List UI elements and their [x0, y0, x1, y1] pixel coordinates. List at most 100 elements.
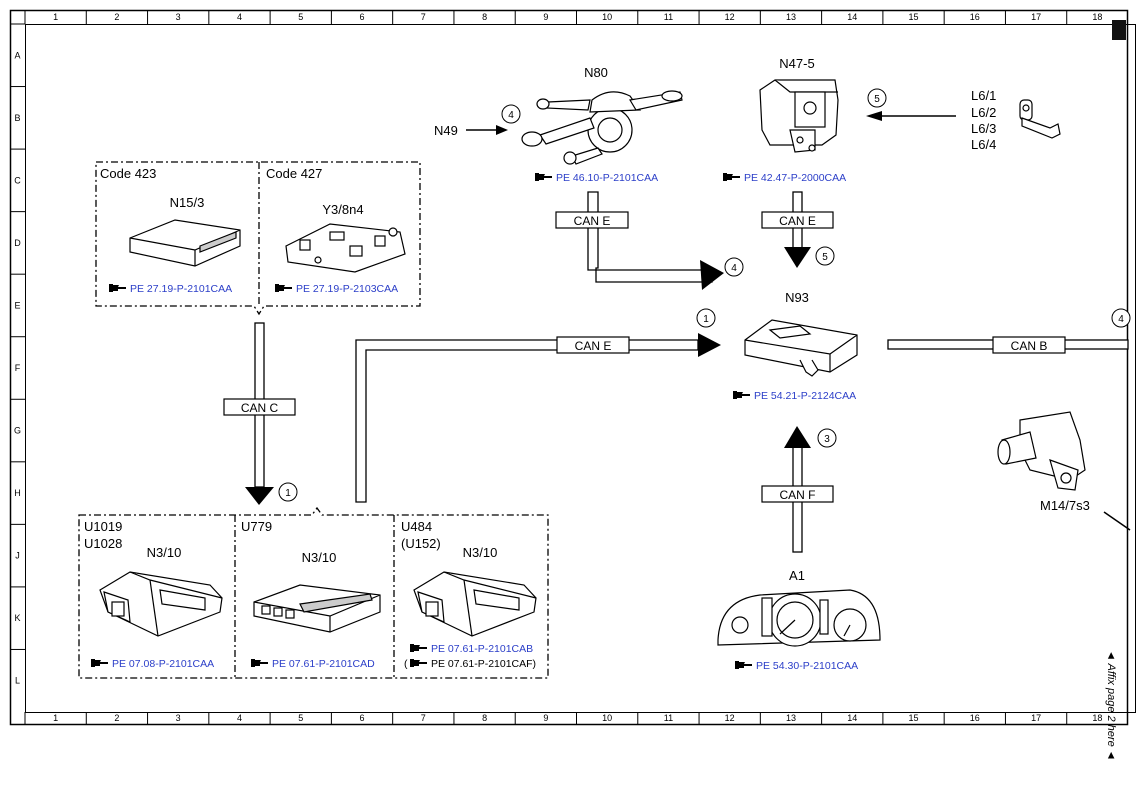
- y3-8n4-label: Y3/8n4: [322, 202, 363, 217]
- callout-5-arrow: 5: [822, 252, 828, 263]
- u1019-label: U1019: [84, 519, 122, 534]
- ref-a1-link[interactable]: PE 54.30-P-2101CAA: [756, 660, 858, 672]
- grid-col-label: 16: [970, 713, 980, 723]
- n3-10-label-3: N3/10: [463, 545, 498, 560]
- grid-row-label: H: [14, 488, 21, 498]
- n3-10-ecu-image-1: [99, 571, 223, 637]
- can-b-label: CAN B: [1011, 339, 1048, 353]
- grid-col-label: 13: [786, 12, 796, 22]
- grid-col-label: 15: [909, 713, 919, 723]
- frame-outer: [9, 9, 1129, 726]
- callout-3: 3: [824, 434, 830, 445]
- can-e-right-bus: CAN E: [761, 191, 834, 268]
- ref-n93-link[interactable]: PE 54.21-P-2124CAA: [754, 390, 856, 402]
- grid-row-label: G: [14, 426, 21, 436]
- n93-gateway-image: [744, 319, 858, 377]
- y3-8n4-plate-image: [285, 223, 406, 273]
- callout-4-arrow: 4: [731, 263, 737, 274]
- ref-n15-link[interactable]: PE 27.19-P-2101CAA: [130, 283, 232, 295]
- grid-row-label: A: [14, 50, 20, 60]
- n47-5-module-image: [759, 79, 839, 153]
- can-f-label: CAN F: [780, 488, 816, 502]
- callout-4-right: 4: [1118, 314, 1124, 325]
- u484-label: U484: [401, 519, 432, 534]
- l6-2-label: L6/2: [971, 105, 996, 120]
- grid-col-label: 9: [543, 12, 548, 22]
- can-e-top-label: CAN E: [574, 214, 611, 228]
- callout-4-n49: 4: [508, 110, 514, 121]
- code-box-group: [95, 161, 421, 316]
- grid-col-label: 10: [602, 713, 612, 723]
- ref-u484b-paren: (: [404, 658, 408, 670]
- n47-5-label: N47-5: [779, 56, 814, 71]
- corner-mark: [1112, 20, 1126, 40]
- n3-10-label-2: N3/10: [302, 550, 337, 565]
- grid-col-label: 3: [176, 713, 181, 723]
- reference-links: PE 46.10-P-2101CAA PE 42.47-P-2000CAA PE…: [91, 172, 858, 672]
- component-labels: N80 N49 N47-5 L6/1 L6/2 L6/3 L6/4 N93 M1…: [84, 56, 1090, 583]
- callout-5-l6: 5: [874, 94, 880, 105]
- grid-col-label: 15: [909, 12, 919, 22]
- grid-row-label: J: [15, 551, 20, 561]
- grid-row-label: C: [14, 175, 21, 185]
- can-b-bus: CAN B: [887, 336, 1129, 354]
- can-e-top-bus: CAN E: [555, 191, 724, 290]
- grid-col-label: 8: [482, 713, 487, 723]
- grid-col-label: 16: [970, 12, 980, 22]
- grid-row-label: B: [14, 113, 20, 123]
- u1028-label: U1028: [84, 536, 122, 551]
- n3-10-ecu-image-2: [253, 584, 381, 633]
- grid-col-label: 8: [482, 12, 487, 22]
- m14-label: M14/7s3: [1040, 498, 1090, 513]
- grid-col-label: 14: [847, 713, 857, 723]
- grid-col-label: 9: [543, 713, 548, 723]
- a1-instrument-cluster-image: [717, 589, 881, 647]
- ref-u1019-link[interactable]: PE 07.08-P-2101CAA: [112, 658, 214, 670]
- can-c-label: CAN C: [241, 401, 279, 415]
- grid-col-label: 14: [847, 12, 857, 22]
- grid-col-label: 17: [1031, 12, 1041, 22]
- grid-col-label: 12: [725, 12, 735, 22]
- can-e-mid-label: CAN E: [575, 339, 612, 353]
- grid-col-label: 18: [1092, 713, 1102, 723]
- callout-1-bottom: 1: [285, 488, 291, 499]
- grid-col-label: 1: [53, 12, 58, 22]
- grid-row-label: E: [14, 300, 20, 310]
- l6-sensor-image: [1019, 99, 1061, 139]
- grid-col-label: 3: [176, 12, 181, 22]
- l6-4-label: L6/4: [971, 137, 996, 152]
- ref-n47-link[interactable]: PE 42.47-P-2000CAA: [744, 172, 846, 184]
- callout-1-n93: 1: [703, 314, 709, 325]
- u779-label: U779: [241, 519, 272, 534]
- ref-u484a-link[interactable]: PE 07.61-P-2101CAB: [431, 643, 533, 655]
- n80-label: N80: [584, 65, 608, 80]
- ref-y3-link[interactable]: PE 27.19-P-2103CAA: [296, 283, 398, 295]
- n49-label: N49: [434, 123, 458, 138]
- l6-1-label: L6/1: [971, 88, 996, 103]
- ref-n80-link[interactable]: PE 46.10-P-2101CAA: [556, 172, 658, 184]
- callouts: 4 5 4 5 1 4 3 1: [278, 88, 1131, 502]
- n15-3-module-image: [129, 219, 241, 267]
- n3-10-label-1: N3/10: [147, 545, 182, 560]
- can-c-bus: CAN C: [223, 322, 296, 505]
- n93-label: N93: [785, 290, 809, 305]
- code-423-label: Code 423: [100, 166, 156, 181]
- grid-col-label: 13: [786, 713, 796, 723]
- l6-3-label: L6/3: [971, 121, 996, 136]
- grid-col-label: 2: [114, 12, 119, 22]
- m14-lock-image: [997, 411, 1086, 491]
- grid-col-label: 2: [114, 713, 119, 723]
- grid-col-label: 4: [237, 12, 242, 22]
- grid-col-label: 11: [664, 12, 673, 22]
- ref-u484b-link[interactable]: PE 07.61-P-2101CAF): [431, 658, 536, 670]
- ref-u779-link[interactable]: PE 07.61-P-2101CAD: [272, 658, 375, 670]
- grid-col-label: 11: [664, 713, 673, 723]
- n15-3-label: N15/3: [170, 195, 205, 210]
- grid-row-label: L: [15, 676, 20, 686]
- a1-label: A1: [789, 568, 805, 583]
- grid-col-label: 5: [298, 713, 303, 723]
